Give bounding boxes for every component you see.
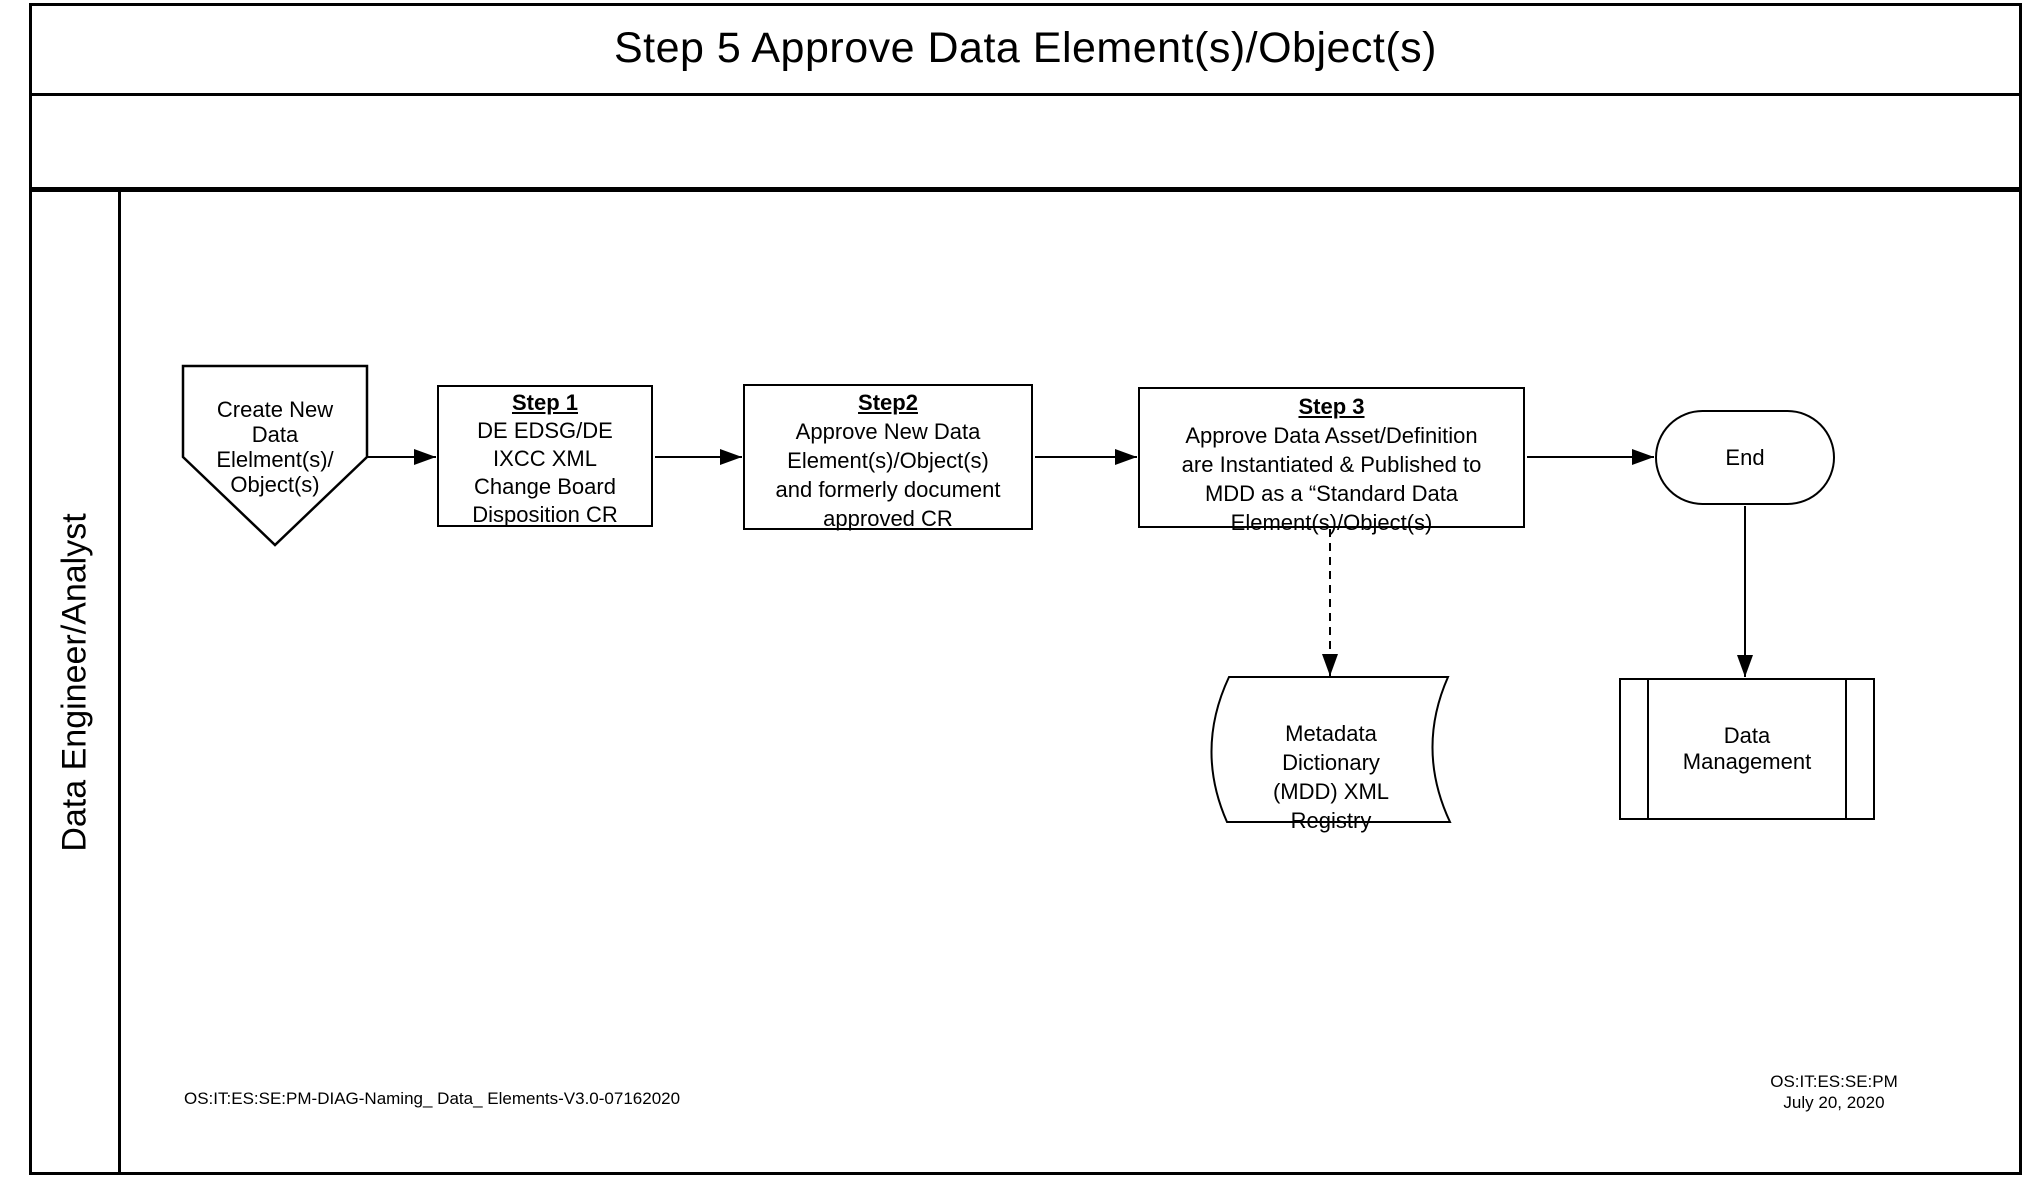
step2-node: Step2 Approve New Data Element(s)/Object… [743, 384, 1033, 531]
start-node-shape [181, 364, 369, 547]
mdd-registry-shape [1210, 676, 1452, 823]
start-node-text: Create New Data Elelment(s)/ Object(s) [216, 397, 334, 497]
data-management-node: Data Management [1619, 678, 1875, 820]
step2-title: Step2 [858, 390, 918, 415]
title-band-divider [29, 93, 2022, 96]
lane-label-divider [118, 190, 121, 1175]
outer-frame [29, 3, 2022, 1175]
step1-title: Step 1 [511, 390, 579, 415]
footer-org-date: OS:IT:ES:SE:PM July 20, 2020 [1770, 1072, 1898, 1112]
step1-node: Step 1 DE EDSG/DE IXCC XML Change Board … [437, 385, 653, 527]
mdd-registry-label: Metadata Dictionary (MDD) XML Registry [1212, 690, 1450, 835]
step1-text: DE EDSG/DE IXCC XML Change Board Disposi… [472, 418, 618, 527]
end-node-text: End [1725, 444, 1765, 470]
step2-text: Approve New Data Element(s)/Object(s) an… [775, 419, 1001, 531]
step3-text: Approve Data Asset/Definition are Instan… [1181, 423, 1482, 535]
start-node-label: Create New Data Elelment(s)/ Object(s) [183, 372, 367, 497]
end-node: End [1655, 410, 1835, 505]
step3-node: Step 3 Approve Data Asset/Definition are… [1138, 387, 1525, 535]
diagram-title-text: Step 5 Approve Data Element(s)/Object(s) [613, 23, 1438, 72]
mdd-registry-text: Metadata Dictionary (MDD) XML Registry [1272, 721, 1390, 833]
step3-title: Step 3 [1298, 394, 1365, 419]
diagram-title: Step 5 Approve Data Element(s)/Object(s) [29, 3, 2022, 93]
document-id: OS:IT:ES:SE:PM-DIAG-Naming_ Data_ Elemen… [184, 1089, 681, 1108]
header-band-divider [29, 187, 2022, 192]
data-management-text: Data Management [1682, 723, 1812, 774]
